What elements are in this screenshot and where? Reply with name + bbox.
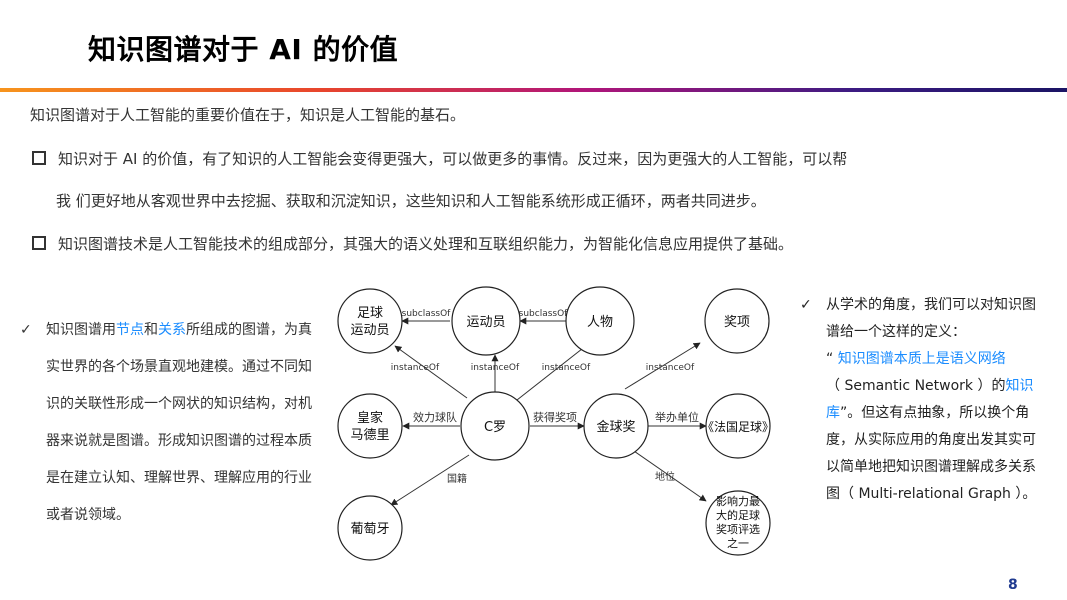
edge-label: subclassOf	[519, 309, 569, 319]
edge-label: 地位	[655, 470, 675, 483]
highlight-nodes: 节点	[116, 322, 144, 338]
graph-node	[337, 393, 403, 459]
graph-node	[705, 490, 771, 556]
node-label: 运动员	[466, 315, 505, 330]
node-label: 金球奖	[596, 419, 635, 435]
node-label: 奖项	[724, 315, 750, 330]
highlight-relations: 关系	[158, 322, 186, 338]
node-label: 皇家	[357, 410, 383, 426]
graph-node	[704, 288, 770, 354]
graph-node	[337, 495, 403, 561]
page-number: 8	[1008, 577, 1018, 593]
edge-label: 举办单位	[655, 410, 699, 424]
node-label: 影响力最	[716, 495, 760, 508]
node-label: 之一	[727, 536, 749, 550]
bullet-ai-value: 知识对于 AI 的价值，有了知识的人工智能会变得更强大，可以做更多的事情。反过来…	[32, 148, 847, 169]
right-definition: ✓ 从学术的角度，我们可以对知识图谱给一个这样的定义：“ 知识图谱本质上是语义网…	[800, 292, 1040, 508]
node-label: 奖项评选	[716, 522, 760, 536]
graph-node	[705, 393, 771, 459]
node-label: 大的足球	[716, 508, 760, 522]
node-label: 人物	[587, 315, 613, 330]
edge-label: 国籍	[447, 472, 467, 485]
node-label: 《法国足球》	[702, 420, 774, 434]
edge-label: instanceOf	[391, 363, 440, 373]
left-description: ✓ 知识图谱用节点和关系所组成的图谱，为真实世界的各个场景直观地建模。通过不同知…	[20, 312, 320, 534]
graph-node	[451, 286, 521, 356]
edge-label: 获得奖项	[533, 410, 577, 424]
graph-node	[565, 286, 635, 356]
bullet-ai-value-cont: 我 们更好地从客观世界中去挖掘、获取和沉淀知识，这些知识和人工智能系统形成正循环…	[56, 192, 766, 210]
checkmark-icon: ✓	[800, 297, 812, 313]
bullet-kg-tech: 知识图谱技术是人工智能技术的组成部分，其强大的语义处理和互联组织能力，为智能化信…	[32, 233, 793, 254]
right-text: 从学术的角度，我们可以对知识图谱给一个这样的定义：“ 知识图谱本质上是语义网络（…	[826, 297, 1037, 502]
edge-label: instanceOf	[542, 363, 591, 373]
node-label: C罗	[484, 420, 506, 435]
node-label: 运动员	[350, 323, 389, 338]
graph-node	[337, 288, 403, 354]
intro-text: 知识图谱对于人工智能的重要价值在于，知识是人工智能的基石。	[30, 106, 466, 124]
square-bullet-icon	[32, 236, 46, 250]
square-bullet-icon	[32, 151, 46, 165]
edge-label: instanceOf	[471, 363, 520, 373]
edge-label: 效力球队	[413, 410, 457, 424]
node-label: 足球	[357, 306, 383, 321]
highlight-knowledge-base: 知识库	[826, 378, 1034, 421]
left-text: 知识图谱用节点和关系所组成的图谱，为真实世界的各个场景直观地建模。通过不同知识的…	[46, 322, 312, 523]
title-divider	[0, 88, 1067, 92]
page-title: 知识图谱对于 AI 的价值	[88, 33, 399, 66]
checkmark-icon: ✓	[20, 322, 32, 338]
bullet-text: 知识对于 AI 的价值，有了知识的人工智能会变得更强大，可以做更多的事情。反过来…	[58, 150, 848, 168]
highlight-semantic-network: 知识图谱本质上是语义网络	[837, 351, 1006, 367]
edge-label: subclassOf	[402, 309, 452, 319]
edge-label: instanceOf	[646, 363, 695, 373]
node-label: 马德里	[350, 428, 389, 443]
graph-node	[460, 391, 530, 461]
knowledge-graph-diagram: 足球 运动员 运动员 人物 奖项 皇家 马德里 C罗 金球奖 《法国足球》 葡萄…	[337, 286, 774, 561]
graph-node	[583, 393, 649, 459]
node-label: 葡萄牙	[350, 522, 389, 537]
bullet-text: 知识图谱技术是人工智能技术的组成部分，其强大的语义处理和互联组织能力，为智能化信…	[58, 235, 794, 253]
